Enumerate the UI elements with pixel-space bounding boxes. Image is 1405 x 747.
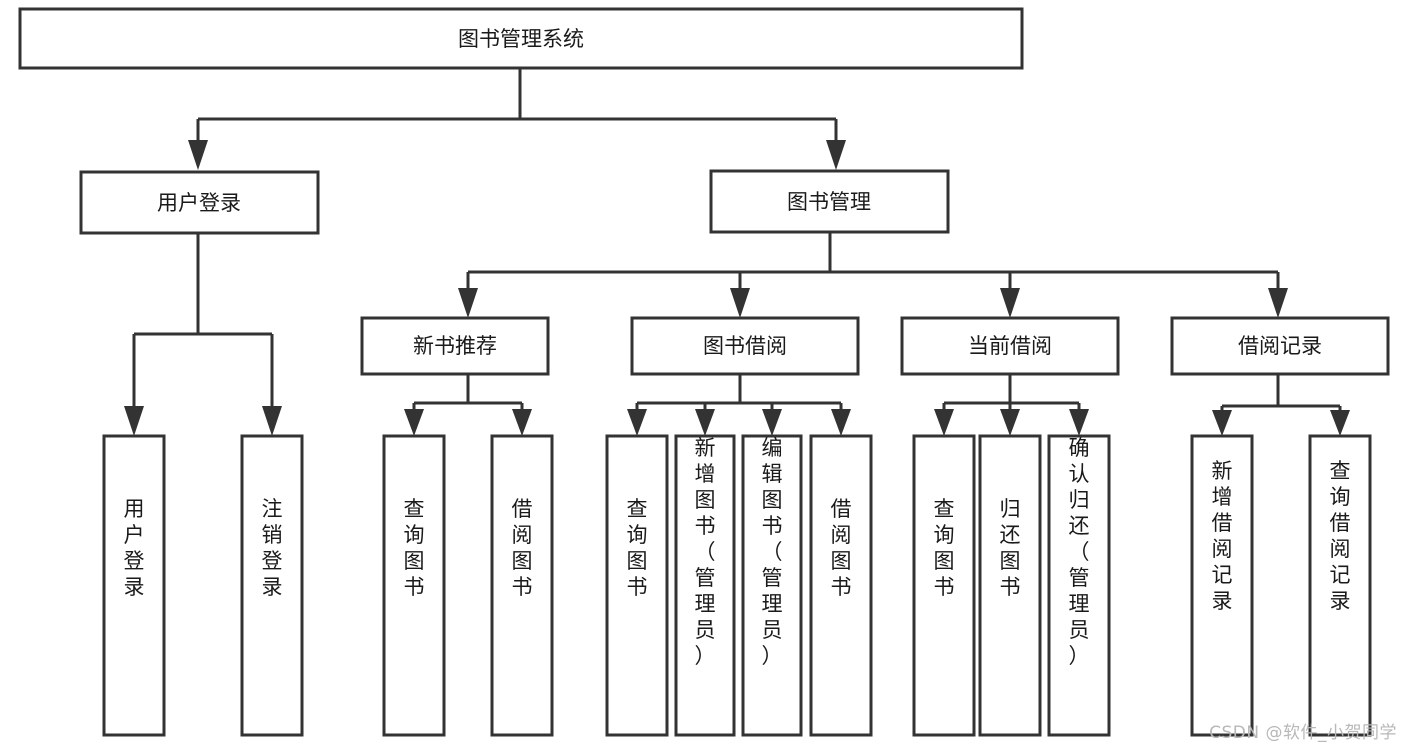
leaf-record-add[interactable]: 新增借阅记录 bbox=[1190, 434, 1254, 737]
leaf-borrow-add-book-box[interactable] bbox=[674, 434, 736, 737]
connector-group-new-book bbox=[404, 374, 532, 436]
arrow-user-login-leaf-1 bbox=[124, 406, 144, 436]
node-book-management[interactable]: 图书管理 bbox=[709, 169, 950, 234]
arrow-root-to-book-mgmt bbox=[826, 140, 846, 170]
leaf-record-query-label: 查询借阅记录 bbox=[1330, 459, 1351, 613]
leaf-borrow-borrow-book-box[interactable] bbox=[809, 434, 873, 737]
leaf-new-book-query[interactable]: 查询图书 bbox=[382, 434, 446, 737]
node-root-system-box[interactable] bbox=[18, 7, 1024, 70]
leaf-user-login-logout-label: 注销登录 bbox=[262, 497, 283, 599]
leaf-user-login-login-box[interactable] bbox=[102, 434, 166, 737]
node-borrow-record[interactable]: 借阅记录 bbox=[1170, 316, 1390, 376]
arrow-book-mgmt-to-record bbox=[1268, 288, 1288, 318]
leaf-current-confirm-return[interactable]: 确认归还（管理员） bbox=[1047, 434, 1111, 737]
arrow-current-borrow-leaf-1 bbox=[934, 409, 954, 436]
leaf-borrow-edit-book[interactable]: 编辑图书（管理员） bbox=[741, 434, 803, 737]
leaf-current-query-book[interactable]: 查询图书 bbox=[912, 434, 976, 737]
arrow-book-borrow-leaf-1 bbox=[627, 409, 647, 436]
node-user-login[interactable]: 用户登录 bbox=[79, 170, 320, 235]
leaf-borrow-query-book-box[interactable] bbox=[605, 434, 669, 737]
arrow-current-borrow-leaf-2 bbox=[1000, 409, 1020, 436]
arrow-book-mgmt-to-borrow bbox=[730, 288, 750, 318]
node-book-management-box[interactable] bbox=[709, 169, 950, 234]
node-root-system-label: 图书管理系统 bbox=[458, 27, 584, 51]
leaf-borrow-borrow-book[interactable]: 借阅图书 bbox=[809, 434, 873, 737]
leaf-current-query-book-box[interactable] bbox=[912, 434, 976, 737]
leaf-current-confirm-return-label: 确认归还（管理员） bbox=[1069, 436, 1090, 668]
arrow-new-book-leaf-1 bbox=[404, 409, 424, 436]
leaf-record-add-label: 新增借阅记录 bbox=[1212, 459, 1233, 613]
leaf-current-confirm-return-box[interactable] bbox=[1047, 434, 1111, 737]
leaf-record-query[interactable]: 查询借阅记录 bbox=[1308, 434, 1372, 737]
arrow-borrow-record-leaf-1 bbox=[1212, 410, 1232, 436]
leaf-new-book-query-box[interactable] bbox=[382, 434, 446, 737]
connector-group-book-borrow bbox=[627, 374, 851, 436]
leaf-borrow-add-book[interactable]: 新增图书（管理员） bbox=[674, 434, 736, 737]
leaf-current-query-book-label: 查询图书 bbox=[934, 497, 955, 599]
node-borrow-record-box[interactable] bbox=[1170, 316, 1390, 376]
leaf-borrow-query-book-label: 查询图书 bbox=[627, 497, 648, 599]
leaf-borrow-borrow-book-label: 借阅图书 bbox=[831, 497, 852, 599]
leaf-new-book-borrow-box[interactable] bbox=[490, 434, 554, 737]
node-borrow-record-label: 借阅记录 bbox=[1238, 334, 1322, 358]
connector-group-current-borrow bbox=[934, 374, 1089, 436]
connector-group-book-mgmt bbox=[458, 232, 1288, 318]
arrow-new-book-leaf-2 bbox=[512, 409, 532, 436]
node-current-borrow-label: 当前借阅 bbox=[968, 334, 1052, 358]
leaf-borrow-add-book-label: 新增图书（管理员） bbox=[695, 436, 716, 668]
leaf-new-book-borrow-label: 借阅图书 bbox=[512, 497, 533, 599]
node-new-book-recommend-label: 新书推荐 bbox=[413, 334, 497, 358]
arrow-current-borrow-leaf-3 bbox=[1069, 409, 1089, 436]
leaf-record-query-box[interactable] bbox=[1308, 434, 1372, 737]
node-new-book-recommend[interactable]: 新书推荐 bbox=[360, 316, 550, 376]
arrow-user-login-leaf-2 bbox=[262, 406, 282, 436]
arrow-book-borrow-leaf-2 bbox=[695, 409, 715, 436]
node-new-book-recommend-box[interactable] bbox=[360, 316, 550, 376]
leaf-user-login-login-label: 用户登录 bbox=[124, 497, 145, 599]
leaf-record-add-box[interactable] bbox=[1190, 434, 1254, 737]
node-book-borrow[interactable]: 图书借阅 bbox=[630, 316, 860, 376]
arrow-book-borrow-leaf-3 bbox=[762, 409, 782, 436]
arrow-borrow-record-leaf-2 bbox=[1330, 410, 1350, 436]
node-book-management-label: 图书管理 bbox=[787, 190, 871, 214]
leaf-borrow-query-book[interactable]: 查询图书 bbox=[605, 434, 669, 737]
connector-group-root bbox=[188, 68, 846, 170]
node-current-borrow[interactable]: 当前借阅 bbox=[900, 316, 1120, 376]
leaf-user-login-logout[interactable]: 注销登录 bbox=[240, 434, 304, 737]
node-book-borrow-box[interactable] bbox=[630, 316, 860, 376]
leaf-current-return-book[interactable]: 归还图书 bbox=[978, 434, 1042, 737]
leaf-new-book-borrow[interactable]: 借阅图书 bbox=[490, 434, 554, 737]
leaf-current-return-book-box[interactable] bbox=[978, 434, 1042, 737]
leaf-current-return-book-label: 归还图书 bbox=[1000, 497, 1021, 599]
leaf-user-login-login[interactable]: 用户登录 bbox=[102, 434, 166, 737]
node-root-system[interactable]: 图书管理系统 bbox=[18, 7, 1024, 70]
node-user-login-label: 用户登录 bbox=[157, 191, 241, 215]
connector-group-borrow-record bbox=[1212, 374, 1350, 436]
node-current-borrow-box[interactable] bbox=[900, 316, 1120, 376]
arrow-root-to-user-login bbox=[188, 140, 208, 170]
leaf-user-login-logout-box[interactable] bbox=[240, 434, 304, 737]
arrow-book-borrow-leaf-4 bbox=[831, 409, 851, 436]
leaf-borrow-edit-book-box[interactable] bbox=[741, 434, 803, 737]
leaf-new-book-query-label: 查询图书 bbox=[404, 497, 425, 599]
arrow-book-mgmt-to-new-book bbox=[458, 288, 478, 318]
node-user-login-box[interactable] bbox=[79, 170, 320, 235]
arrow-book-mgmt-to-current bbox=[1000, 288, 1020, 318]
connector-group-user-login bbox=[124, 233, 282, 436]
leaf-borrow-edit-book-label: 编辑图书（管理员） bbox=[762, 436, 783, 668]
node-book-borrow-label: 图书借阅 bbox=[703, 334, 787, 358]
